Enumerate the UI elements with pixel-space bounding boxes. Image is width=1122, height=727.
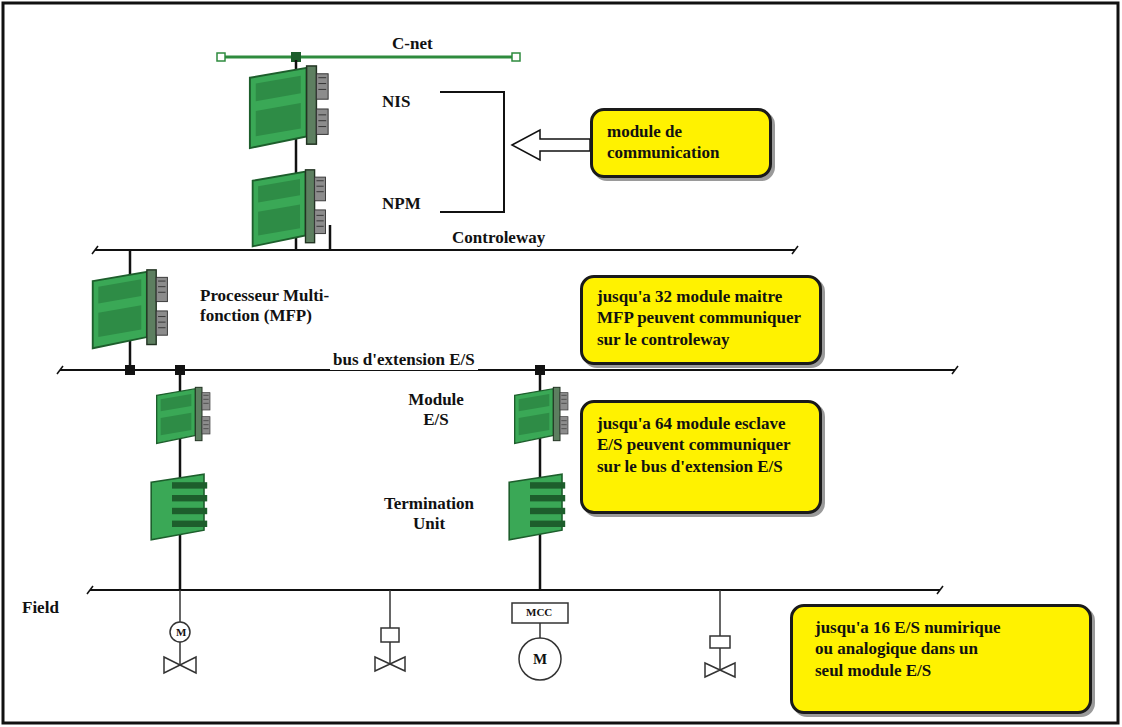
field-line — [90, 589, 940, 591]
callout-text: jusqu'a 64 module esclave E/S peuvent co… — [597, 413, 805, 477]
npm-card — [253, 170, 326, 247]
symbol-letter: M — [533, 650, 547, 668]
module-name: NPM — [382, 194, 421, 214]
symbol-letter: M — [176, 626, 186, 639]
termination-unit — [509, 474, 565, 540]
controleway-line — [95, 249, 795, 251]
bus-name: Controleway — [452, 228, 545, 248]
callout-box: jusqu'a 16 E/S numirique ou analogique d… — [790, 604, 1092, 714]
hollow-arrow — [512, 130, 590, 160]
bus-name: C-net — [392, 34, 433, 54]
callout-box: jusqu'a 32 module maitre MFP peuvent com… — [580, 275, 822, 365]
termination-unit — [151, 474, 207, 540]
callout-box: module de communication — [590, 108, 772, 178]
io-module-card — [515, 387, 568, 443]
mcc-motor — [512, 603, 568, 680]
module-name: NIS — [382, 92, 410, 112]
c-net-line — [222, 56, 515, 59]
valve — [705, 590, 735, 677]
bracket — [440, 92, 504, 212]
callout-box: jusqu'a 64 module esclave E/S peuvent co… — [580, 400, 822, 514]
expansion-bus-line — [60, 369, 955, 371]
module-name: Termination Unit — [370, 494, 488, 535]
module-name: Module E/S — [396, 390, 476, 431]
module-name: Processeur Multi-fonction (MFP) — [200, 286, 365, 327]
mfp-card — [93, 270, 168, 348]
nis-card — [250, 66, 328, 148]
symbol-letter: MCC — [526, 606, 552, 619]
bus-name: bus d'extension E/S — [330, 350, 478, 370]
valve — [375, 590, 405, 671]
frame — [3, 3, 1118, 723]
callout-text: module de communication — [607, 121, 755, 164]
io-module-card — [157, 387, 210, 443]
callout-text: jusqu'a 16 E/S numirique ou analogique d… — [815, 617, 1005, 681]
motor-valve — [164, 590, 196, 673]
field-name: Field — [22, 598, 59, 618]
callout-text: jusqu'a 32 module maitre MFP peuvent com… — [597, 286, 805, 350]
